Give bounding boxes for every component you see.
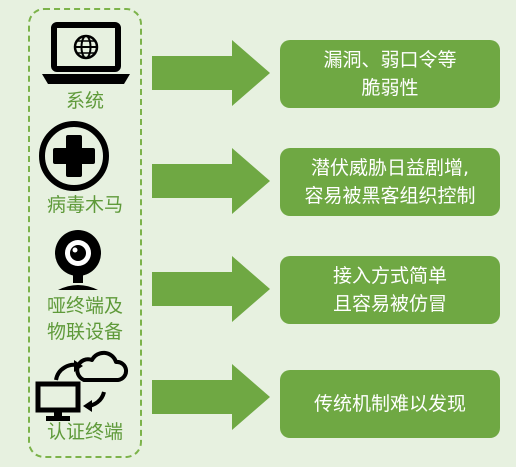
risk-box-spoofing: 接入方式简单 且容易被仿冒 [280, 256, 500, 324]
risk-text-line: 漏洞、弱口令等 [323, 49, 457, 71]
category-label-iot-line2: 物联设备 [46, 321, 123, 343]
device-category-panel [28, 8, 142, 458]
cloud-sync-monitor-icon [35, 350, 128, 421]
category-label-iot-line1: 哑终端及 [46, 295, 123, 317]
arrow-right-4 [152, 364, 270, 430]
category-label-auth-terminal: 认证终端 [46, 421, 123, 443]
risk-text-line: 传统机制难以发现 [313, 393, 466, 415]
category-label-trojan: 病毒木马 [46, 194, 123, 216]
risk-box-undetectable: 传统机制难以发现 [280, 370, 500, 438]
laptop-globe-icon [42, 22, 130, 84]
risk-text-line: 潜伏威胁日益剧增, [310, 157, 470, 179]
risk-box-vulnerability: 漏洞、弱口令等 脆弱性 [280, 40, 500, 108]
webcam-icon [55, 230, 101, 290]
risk-text-line: 容易被黑客组织控制 [304, 185, 476, 207]
risk-box-hacker-control: 潜伏威胁日益剧增, 容易被黑客组织控制 [280, 148, 500, 216]
arrow-right-3 [152, 256, 270, 322]
arrow-right-2 [152, 148, 270, 214]
risk-text-line: 接入方式简单 [332, 265, 447, 287]
arrow-right-1 [152, 40, 270, 106]
category-label-system: 系统 [65, 90, 104, 112]
risk-text-line: 脆弱性 [361, 77, 419, 99]
medical-cross-icon [39, 121, 109, 191]
risk-text-line: 且容易被仿冒 [332, 293, 447, 315]
